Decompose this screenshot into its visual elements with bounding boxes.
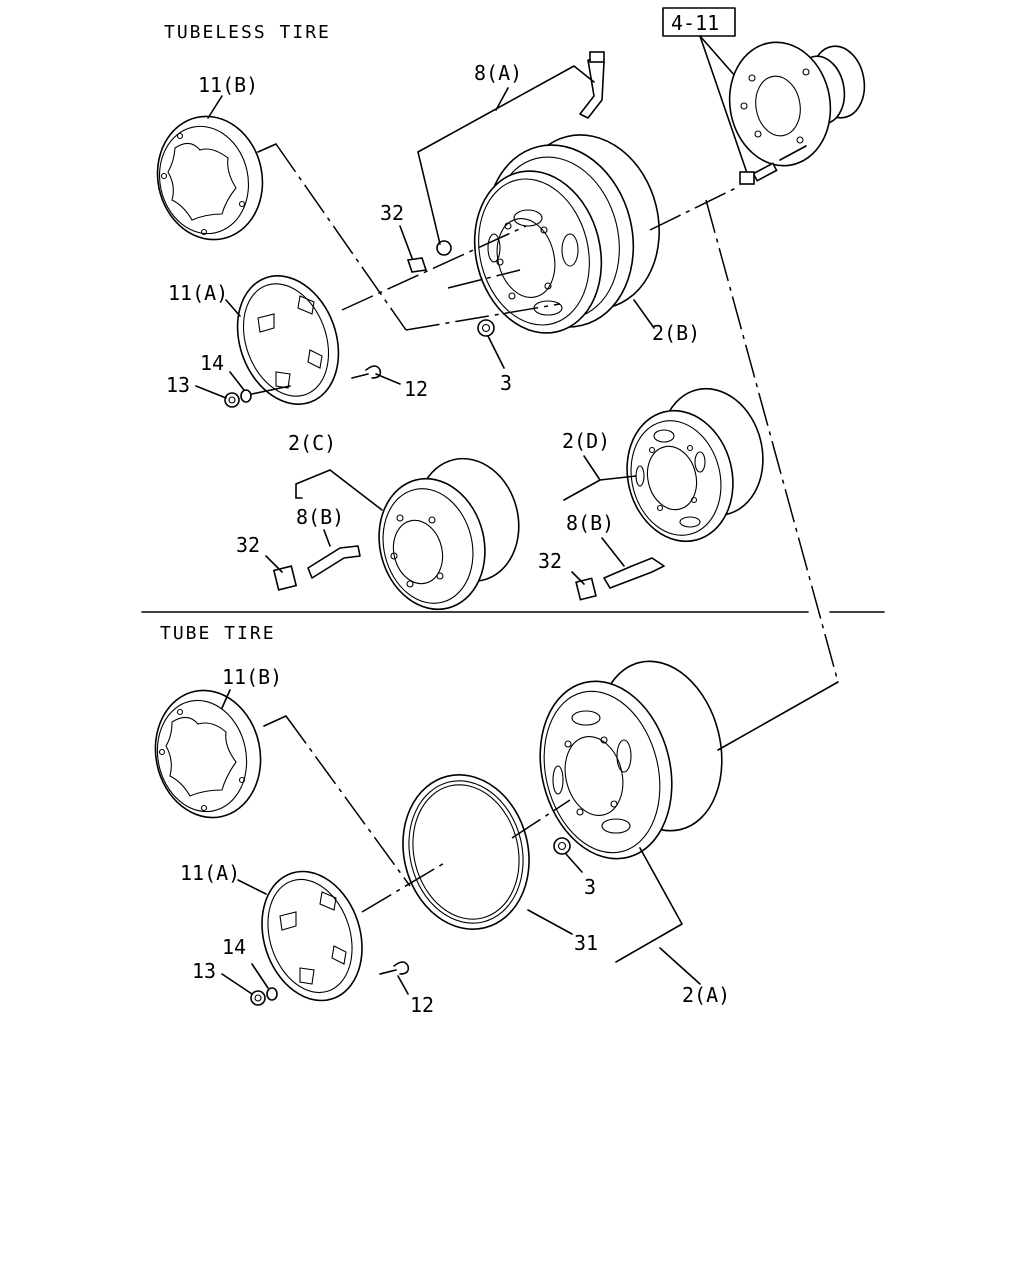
flap-31 (402, 774, 530, 930)
callout-14-top: 14 (200, 351, 224, 375)
nut-13-bottom (250, 990, 266, 1006)
clip-12-top (351, 365, 382, 379)
valve-8b-d (603, 557, 665, 589)
callout-32-d: 32 (538, 549, 562, 573)
section-title-tubeless: TUBELESS TIRE (164, 22, 331, 43)
callout-2b: 2(B) (652, 321, 700, 345)
callout-11a-bottom: 11(A) (180, 861, 240, 885)
callout-2c: 2(C) (288, 431, 336, 455)
valve-cap-32-top (406, 257, 428, 273)
callout-8a: 8(A) (474, 61, 522, 85)
callout-14-bottom: 14 (222, 935, 246, 959)
valve-cap-32-c (272, 565, 298, 591)
callout-32-c: 32 (236, 533, 260, 557)
callout-11a-top: 11(A) (168, 281, 228, 305)
callout-31: 31 (574, 931, 598, 955)
wheel-2d (626, 387, 764, 543)
clip-12-bottom (379, 961, 410, 975)
callout-12-bottom: 12 (410, 993, 434, 1017)
callout-2a: 2(A) (682, 983, 730, 1007)
wheel-2c (378, 457, 520, 611)
callout-32-top: 32 (380, 201, 404, 225)
wheel-2a (539, 660, 723, 860)
assembly-lines (257, 143, 839, 913)
callout-13-bottom: 13 (192, 959, 216, 983)
nut-13-top (224, 392, 240, 408)
nut-3-bottom (553, 837, 571, 855)
washer-14-top (240, 389, 252, 403)
callout-12-top: 12 (404, 377, 428, 401)
valve-8b-c (307, 545, 361, 579)
valve-8a (579, 51, 605, 119)
callout-labels: 11(B) 8(A) 32 2(B) 11(A) 14 13 12 3 2(C)… (166, 61, 730, 1017)
valve-cap-32-d (575, 577, 597, 601)
callout-3-bottom: 3 (584, 875, 596, 899)
callout-13-top: 13 (166, 373, 190, 397)
section-title-tube: TUBE TIRE (160, 623, 276, 644)
wheel-cover-11b-top (156, 115, 264, 241)
wheel-2b (473, 134, 660, 334)
ref-leader-1 (699, 35, 749, 177)
callout-8b-d: 8(B) (566, 511, 614, 535)
hub-assembly (728, 41, 866, 185)
wheel-cover-11b-bottom (154, 689, 262, 819)
callout-8b-c: 8(B) (296, 505, 344, 529)
reference-box-label: 4-11 (671, 11, 719, 35)
wheel-cover-11a-top (236, 275, 340, 405)
washer-14-bottom (266, 987, 278, 1001)
wheel-cover-11a-bottom (261, 870, 363, 1002)
nut-3-top (477, 319, 495, 337)
reference-box[interactable]: 4-11 (662, 7, 736, 37)
callout-11b-top: 11(B) (198, 73, 258, 97)
callout-2d: 2(D) (562, 429, 610, 453)
callout-3-top: 3 (500, 371, 512, 395)
callout-leaders (195, 65, 701, 995)
callout-11b-bottom: 11(B) (222, 665, 282, 689)
